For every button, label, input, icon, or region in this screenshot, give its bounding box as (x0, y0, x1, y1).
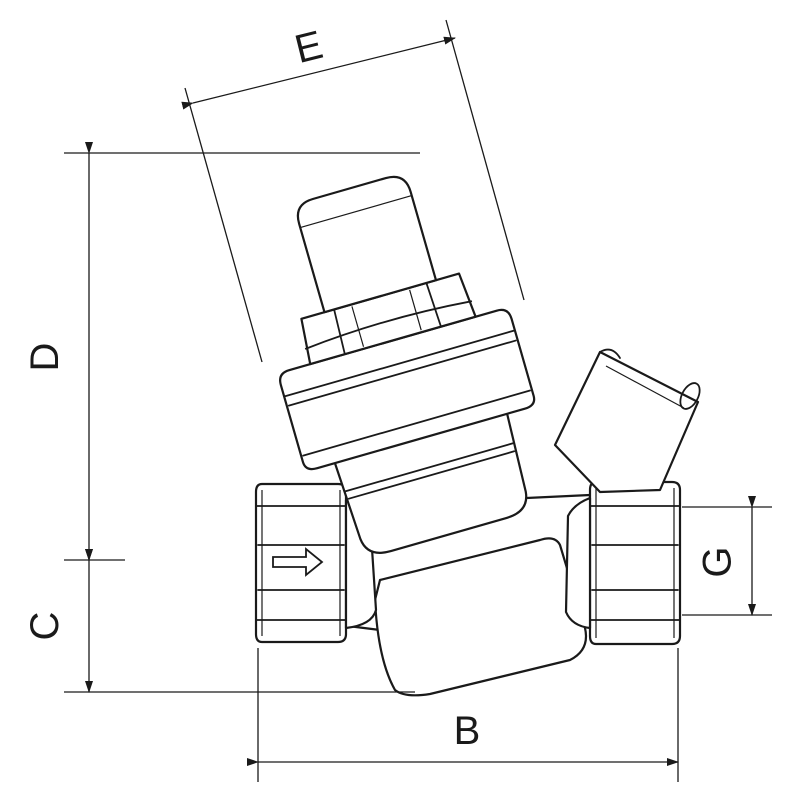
dimension-g-label: G (696, 546, 740, 577)
outlet-fitting (564, 480, 682, 646)
dimension-b: B (247, 648, 679, 782)
dimension-d-label: D (23, 343, 67, 372)
dimension-g: G (682, 496, 772, 616)
flow-direction-arrow-icon (272, 547, 324, 577)
dimension-c-label: C (23, 612, 67, 641)
dimension-d: D (23, 142, 420, 561)
valve-body (254, 175, 701, 697)
gauge-port (553, 348, 701, 494)
dimension-e-label: E (291, 23, 328, 72)
dimension-b-label: B (454, 709, 481, 753)
inlet-fitting (254, 482, 378, 644)
dimension-c: C (23, 549, 415, 693)
valve-bonnet (279, 175, 536, 554)
